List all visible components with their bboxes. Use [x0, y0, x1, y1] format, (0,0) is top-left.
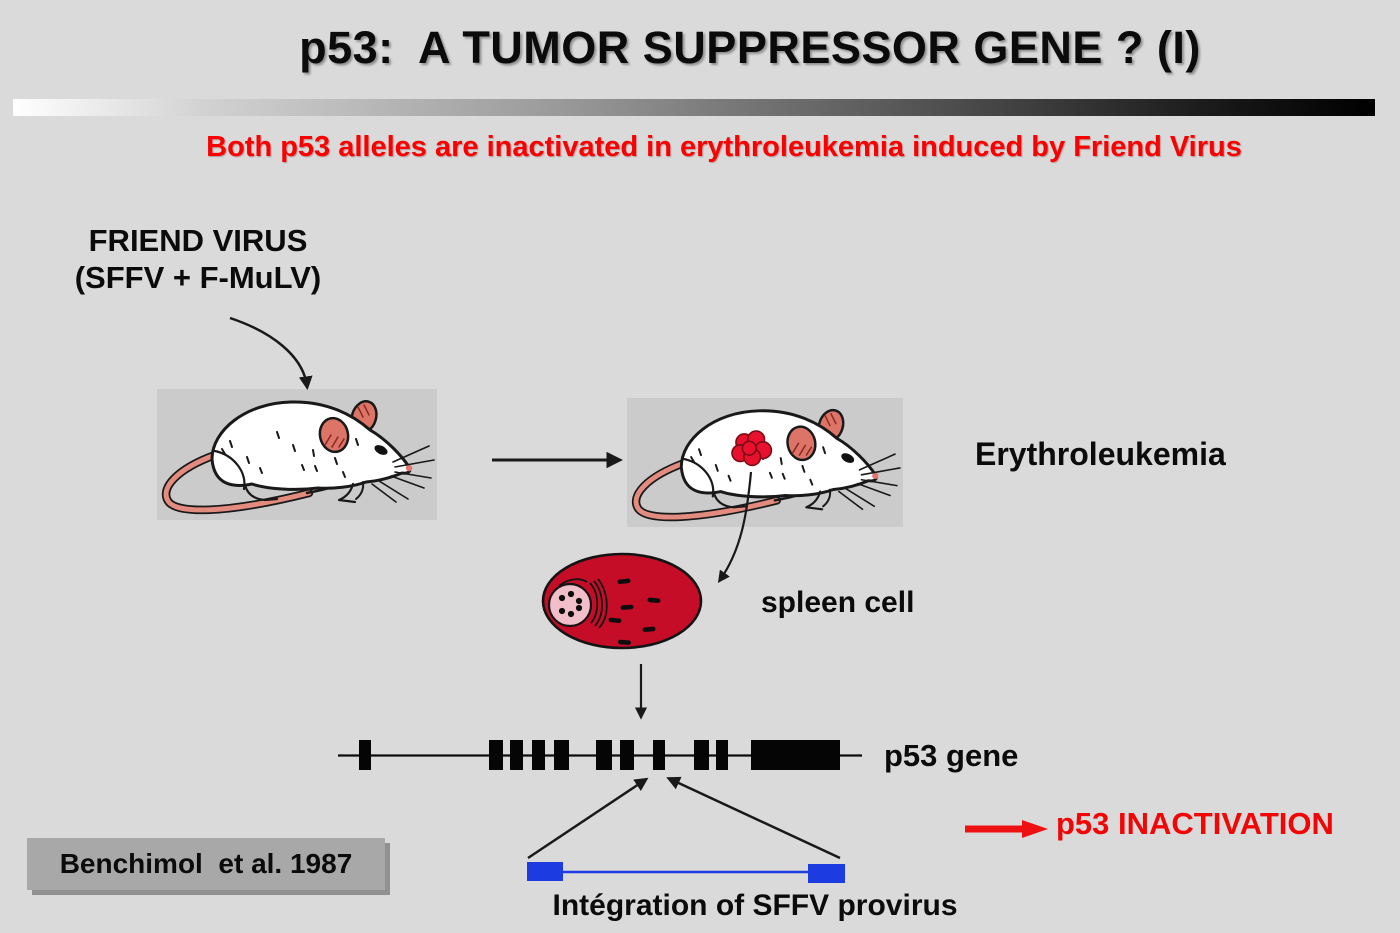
friend-virus-line2: (SFFV + F-MuLV): [74, 260, 322, 295]
inactivation-label: p53 INACTIVATION: [1056, 806, 1334, 841]
exon: [653, 740, 665, 770]
p53-gene-label: p53 gene: [884, 738, 1019, 773]
cytoplasm-dashes: [608, 578, 661, 645]
integration-arrow-left: [527, 777, 649, 860]
nucleus-membrane-rings: [558, 578, 608, 629]
citation-text: Benchimol et al. 1987: [59, 848, 353, 879]
gene-exons: [359, 740, 840, 770]
exon: [489, 740, 503, 770]
exon: [620, 740, 634, 770]
healthy-mouse-panel: [157, 389, 437, 520]
slide-title: p53: A TUMOR SUPPRESSOR GENE ? (I): [299, 22, 1201, 73]
p53-gene-diagram: [338, 740, 862, 770]
subtitle-text: Both p53 alleles are inactivated in eryt…: [206, 131, 1242, 163]
exon: [510, 740, 523, 770]
leukemic-mouse-illustration: [627, 398, 903, 527]
sffv-provirus-diagram: [527, 862, 845, 883]
healthy-mouse-illustration: [157, 389, 437, 520]
exon: [532, 740, 545, 770]
exon: [716, 740, 728, 770]
friend-virus-label: FRIEND VIRUS (SFFV + F-MuLV): [44, 222, 352, 296]
spleen-tumor-spots: [731, 430, 773, 467]
erythroleukemia-label: Erythroleukemia: [975, 436, 1226, 472]
exon: [554, 740, 569, 770]
citation-box: Benchimol et al. 1987: [27, 838, 385, 890]
provirus-ltr-right: [808, 864, 845, 883]
title-underline-gradient-bar: [13, 99, 1375, 116]
exon: [359, 740, 371, 770]
integration-label: Intégration of SFFV provirus: [552, 889, 958, 922]
inactivation-arrow: [965, 820, 1048, 838]
friend-virus-line1: FRIEND VIRUS: [88, 223, 308, 258]
provirus-ltr-left: [527, 862, 563, 881]
integration-arrow-right: [666, 776, 841, 860]
exon: [596, 740, 612, 770]
leukemic-mouse-panel: [627, 398, 903, 527]
exon: [694, 740, 709, 770]
spleen-cell-body: [541, 552, 703, 650]
spleen-cell-nucleus: [547, 582, 593, 628]
friend-virus-to-mouse-arrow: [229, 316, 313, 391]
nucleus-dots: [558, 590, 583, 618]
spleen-cell-label: spleen cell: [761, 586, 915, 619]
exon: [751, 740, 840, 770]
spleen-cell-illustration: [541, 552, 703, 650]
